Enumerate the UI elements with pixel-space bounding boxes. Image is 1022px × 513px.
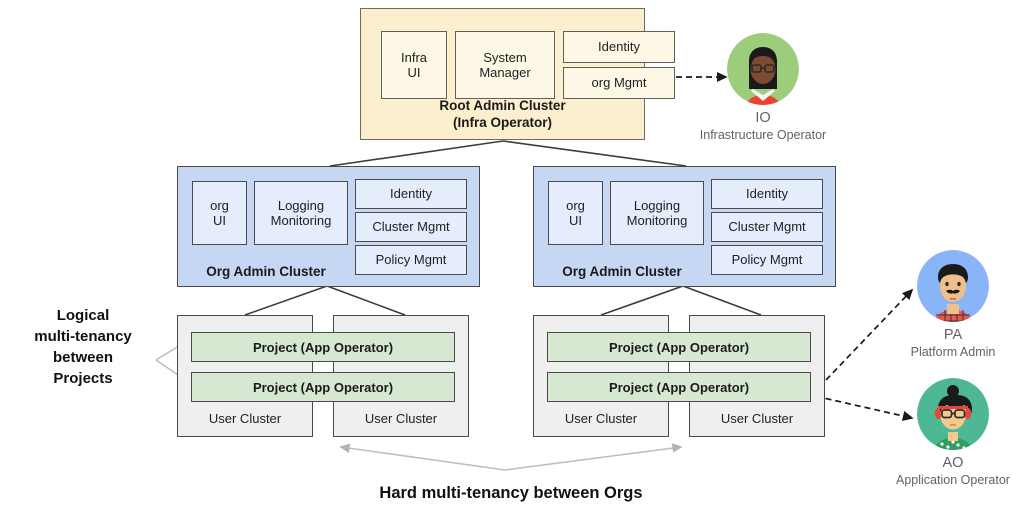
component-org-ui-left-line1: org [210,197,229,213]
component-infra-ui-line2: UI [407,65,421,80]
root-admin-cluster-title: Root Admin Cluster (Infra Operator) [361,97,644,131]
component-org-ui-right[interactable]: org UI [548,181,603,245]
persona-ao-abbr: AO [942,455,964,471]
org-admin-cluster-right-title: Org Admin Cluster [562,264,682,279]
component-infra-ui-line1: Infra [400,49,427,65]
root-admin-cluster[interactable]: Infra UI System Manager Identity org Mgm… [360,8,675,140]
person-avatar-icon [917,378,989,450]
persona-io-abbr: IO [755,110,771,126]
component-infra-ui[interactable]: Infra UI [381,31,447,99]
persona-ao: AO Application Operator [878,378,1022,488]
user-cluster-left-b-label: User Cluster [364,411,438,426]
component-logging-monitoring-right[interactable]: Logging Monitoring [610,181,704,245]
component-identity-right[interactable]: Identity [711,179,823,209]
org-admin-cluster-left-title: Org Admin Cluster [206,264,326,279]
avatar-pa [917,250,989,322]
user-cluster-right-b-label: User Cluster [720,411,794,426]
component-org-mgmt-root[interactable]: org Mgmt [563,67,675,99]
component-logging-monitoring-right-line1: Logging [633,197,681,213]
persona-pa: PA Platform Admin [878,250,1022,360]
component-policy-mgmt-right[interactable]: Policy Mgmt [711,245,823,275]
persona-pa-abbr: PA [943,327,963,343]
component-org-ui-left-line2: UI [212,213,226,228]
logical-multitenancy-note-line3: between [52,349,113,366]
persona-pa-role: Platform Admin [910,345,996,359]
component-cluster-mgmt-right[interactable]: Cluster Mgmt [711,212,823,242]
component-logging-monitoring-right-line2: Monitoring [626,213,688,228]
component-org-ui-right-line2: UI [568,213,582,228]
logical-multitenancy-note-line4: Projects [53,370,113,387]
project-right-2[interactable]: Project (App Operator) [547,372,811,402]
org-admin-cluster-right[interactable]: org UI Logging Monitoring Identity Clust… [533,166,836,287]
user-cluster-group-left: User Cluster User Cluster Project (App O… [177,315,469,437]
person-avatar-icon [917,250,989,322]
user-cluster-group-right: User Cluster User Cluster Project (App O… [533,315,825,437]
component-system-manager-line1: System [483,49,527,65]
root-admin-cluster-title-line2: (Infra Operator) [452,115,552,130]
persona-io: IO Infrastructure Operator [688,33,838,143]
logical-multitenancy-note-line1: Logical [56,307,110,324]
logical-multitenancy-note-line2: multi-tenancy [34,328,132,345]
component-system-manager[interactable]: System Manager [455,31,555,99]
component-policy-mgmt-left[interactable]: Policy Mgmt [355,245,467,275]
component-logging-monitoring-left[interactable]: Logging Monitoring [254,181,348,245]
hard-multitenancy-note: Hard multi-tenancy between Orgs [379,484,643,502]
component-identity-left[interactable]: Identity [355,179,467,209]
component-cluster-mgmt-left[interactable]: Cluster Mgmt [355,212,467,242]
persona-ao-role: Application Operator [896,473,1010,487]
project-left-1[interactable]: Project (App Operator) [191,332,455,362]
avatar-ao [917,378,989,450]
persona-io-role: Infrastructure Operator [699,128,827,142]
org-admin-cluster-left[interactable]: org UI Logging Monitoring Identity Clust… [177,166,480,287]
project-right-1[interactable]: Project (App Operator) [547,332,811,362]
component-logging-monitoring-left-line1: Logging [277,197,325,213]
component-org-ui-left[interactable]: org UI [192,181,247,245]
user-cluster-right-a-label: User Cluster [564,411,638,426]
component-org-ui-right-line1: org [566,197,585,213]
project-left-2[interactable]: Project (App Operator) [191,372,455,402]
component-identity-root[interactable]: Identity [563,31,675,63]
avatar-io [727,33,799,105]
component-system-manager-line2: Manager [479,65,531,80]
root-admin-cluster-title-line1: Root Admin Cluster [439,98,566,113]
component-logging-monitoring-left-line2: Monitoring [270,213,332,228]
user-cluster-left-a-label: User Cluster [208,411,282,426]
logical-multitenancy-note: Logical multi-tenancy between Projects [8,305,158,389]
person-avatar-icon [727,33,799,105]
